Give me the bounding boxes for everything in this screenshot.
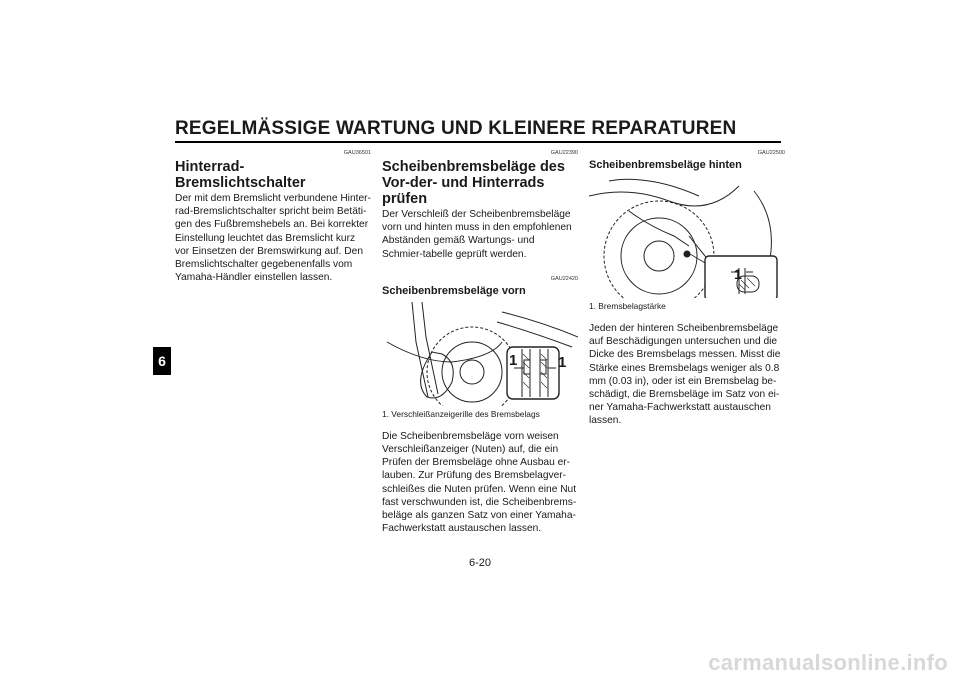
subsection-body: Jeden der hinteren Scheibenbremsbeläge a… (589, 323, 781, 427)
section-heading: Hinterrad-Bremslichtschalter (175, 159, 306, 191)
figure-caption: 1. Verschleißanzeigerille des Bremsbelag… (382, 408, 540, 419)
section-code: GAU22390 (550, 150, 578, 156)
subsection-heading: Scheibenbremsbeläge hinten (589, 159, 742, 171)
rear-brake-drawing (589, 178, 778, 298)
figure-caption: 1. Bremsbelagstärke (589, 301, 666, 311)
title-rule (175, 141, 781, 143)
callout-number: 1 (558, 353, 567, 371)
column-brake-pads-front: GAU22390 Scheibenbremsbeläge des Vor-der… (382, 150, 578, 535)
front-brake-pad-illustration: 1 1 (382, 301, 578, 406)
front-brake-drawing (386, 301, 578, 406)
page-title: REGELMÄSSIGE WARTUNG UND KLEINERE REPARA… (175, 118, 737, 139)
subsection-heading: Scheibenbremsbeläge vorn (382, 284, 526, 297)
chapter-tab: 6 (153, 347, 171, 375)
column-rear-brake-light-switch: GAU36501 Hinterrad-Bremslichtschalter De… (175, 150, 371, 284)
subsection-code: GAU22420 (550, 275, 578, 282)
rear-brake-pad-illustration: 1 (589, 176, 785, 298)
section-body: Der mit dem Bremslicht verbundene Hinter… (175, 193, 371, 284)
section-heading: Scheibenbremsbeläge des Vor-der- und Hin… (382, 159, 565, 207)
subsection-body: Die Scheibenbremsbeläge vorn weisen Vers… (382, 430, 577, 535)
subsection-code: GAU22500 (757, 150, 785, 156)
callout-number: 1 (509, 351, 518, 369)
page-number: 6-20 (468, 557, 492, 569)
callout-number: 1 (734, 266, 742, 282)
watermark: carmanualsonline.info (708, 650, 948, 675)
section-code: GAU36501 (343, 150, 371, 156)
column-brake-pads-rear: GAU22500 Scheibenbremsbeläge hinten (589, 150, 785, 428)
section-intro: Der Verschleiß der Scheibenbremsbeläge v… (382, 209, 572, 260)
